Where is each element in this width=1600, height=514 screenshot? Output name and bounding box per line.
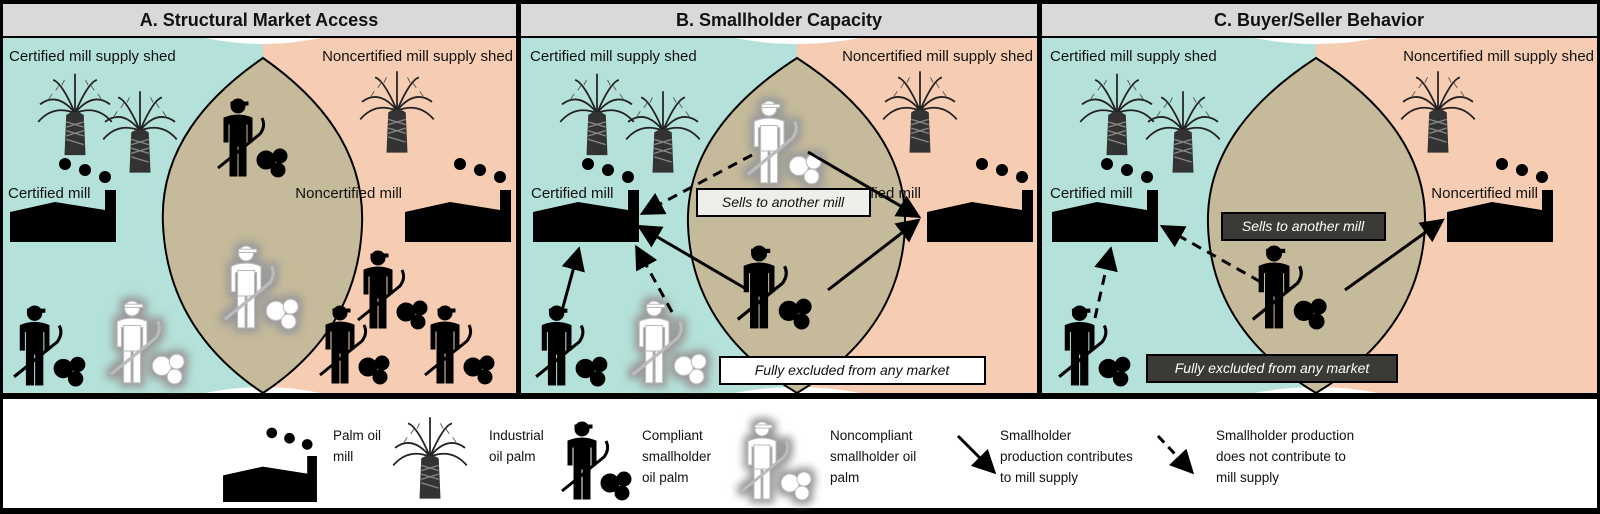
noncertified-mill-label: Noncertified mill xyxy=(295,185,402,202)
noncertified-shed-label: Noncertified mill supply shed xyxy=(322,48,513,65)
sells-to-another-mill-box xyxy=(696,188,871,217)
legend-dashed-arrow xyxy=(1156,434,1195,475)
certified-mill-label: Certified mill xyxy=(1050,185,1133,202)
certified-mill-label: Certified mill xyxy=(8,185,91,202)
certified-shed-label: Certified mill supply shed xyxy=(9,48,176,65)
panel-title: A. Structural Market Access xyxy=(140,10,378,30)
fully-excluded-label: Fully excluded from any market xyxy=(755,362,951,378)
solid-arrow xyxy=(1344,218,1445,292)
fully-excluded-box xyxy=(719,356,986,385)
dashed-arrow xyxy=(639,153,753,215)
panel-title: B. Smallholder Capacity xyxy=(676,10,882,30)
panel-header xyxy=(1042,4,1597,36)
certified-shed-label: Certified mill supply shed xyxy=(530,48,697,65)
panel-header xyxy=(3,4,516,36)
noncertified-shed-label: Noncertified mill supply shed xyxy=(842,48,1033,65)
solid-arrow xyxy=(558,246,585,319)
panel-title: C. Buyer/Seller Behavior xyxy=(1214,10,1424,30)
solid-arrow xyxy=(636,224,749,292)
dashed-arrow xyxy=(1159,225,1276,292)
certified-mill-label: Certified mill xyxy=(531,185,614,202)
solid-arrow xyxy=(827,218,921,292)
fully-excluded-label: Fully excluded from any market xyxy=(1175,360,1371,376)
dashed-arrow xyxy=(1093,246,1118,319)
noncertified-shed-label: Noncertified mill supply shed xyxy=(1403,48,1594,65)
sells-to-another-mill-label: Sells to another mill xyxy=(722,194,845,210)
noncertified-mill-label: Noncertified mill xyxy=(1431,185,1538,202)
legend-solid-arrow xyxy=(956,434,997,475)
solid-arrow xyxy=(807,150,922,219)
sells-to-another-mill-box xyxy=(1221,212,1386,241)
fully-excluded-box xyxy=(1146,354,1398,383)
sells-to-another-mill-label: Sells to another mill xyxy=(1242,218,1365,234)
overlap-zone xyxy=(686,56,907,395)
panel-header xyxy=(521,4,1037,36)
certified-shed-label: Certified mill supply shed xyxy=(1050,48,1217,65)
overlap-zone xyxy=(161,56,364,395)
dashed-arrow xyxy=(635,244,674,313)
